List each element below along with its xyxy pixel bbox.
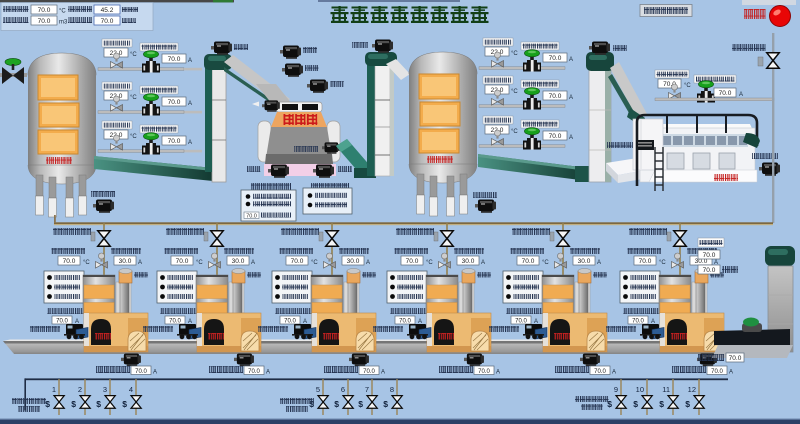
svg-text:A: A	[739, 92, 743, 98]
svg-text:12: 12	[688, 385, 696, 394]
svg-text:1: 1	[52, 385, 56, 394]
svg-text:3: 3	[103, 385, 107, 394]
svg-text:70.0: 70.0	[703, 267, 716, 274]
svg-text:70.0: 70.0	[729, 355, 742, 362]
svg-text:45.2: 45.2	[101, 7, 114, 14]
svg-text:70.0: 70.0	[719, 90, 732, 97]
svg-text:70.0: 70.0	[246, 213, 257, 219]
svg-text:2: 2	[78, 385, 82, 394]
svg-text:9: 9	[614, 385, 618, 394]
svg-text:7: 7	[365, 385, 369, 394]
svg-text:11: 11	[662, 385, 670, 394]
svg-text:m3: m3	[59, 20, 68, 26]
svg-text:70.0: 70.0	[703, 252, 716, 259]
svg-text:70.0: 70.0	[38, 7, 51, 14]
svg-text:10: 10	[636, 385, 644, 394]
svg-text:70.0: 70.0	[38, 18, 51, 25]
svg-text:8: 8	[390, 385, 394, 394]
svg-text:6: 6	[341, 385, 345, 394]
svg-text:°C: °C	[684, 83, 691, 89]
svg-text:4: 4	[129, 385, 133, 394]
svg-text:70.0: 70.0	[101, 18, 114, 25]
svg-text:70.0: 70.0	[663, 81, 676, 88]
svg-text:°C: °C	[59, 9, 66, 15]
svg-text:5: 5	[316, 385, 320, 394]
